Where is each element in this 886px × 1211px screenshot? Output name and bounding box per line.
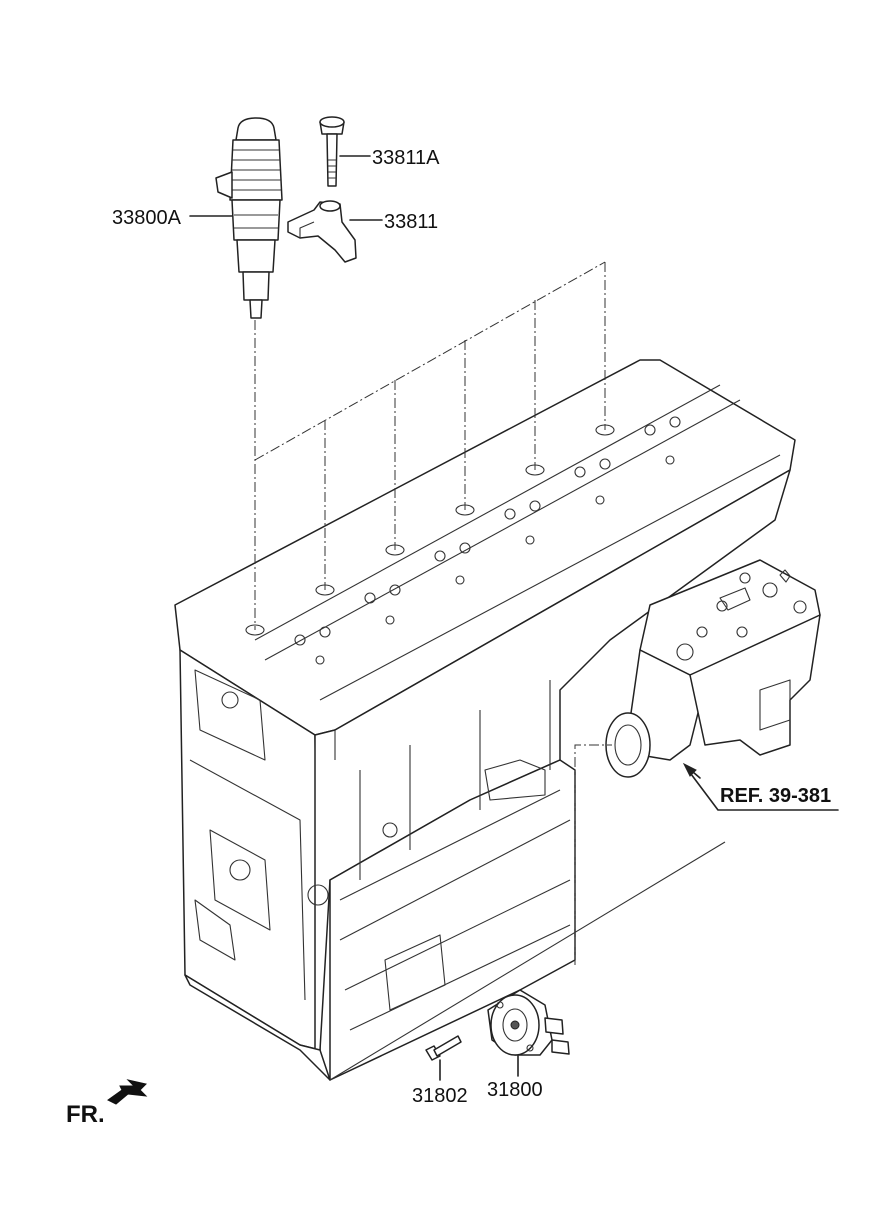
front-arrow-icon [107,1079,148,1105]
label-compressor-ref[interactable]: REF. 39-381 [720,785,831,807]
front-indicator: FR. [66,1079,148,1128]
injector-leader-lines [254,261,606,630]
label-bolt[interactable]: 33811A [372,147,440,169]
pump-bolt-part[interactable] [425,1035,462,1061]
engine-block [174,359,796,1081]
air-compressor-part[interactable] [605,559,821,778]
deck-bolt-holes [294,416,681,665]
fuel-pump-part[interactable] [487,989,570,1056]
ref-leader [682,762,839,811]
clamp-bolt-part[interactable] [319,116,345,187]
clamp-part[interactable] [287,200,357,263]
part-labels: 33800A 33811A 33811 REF. 39-381 31802 31… [112,147,831,1107]
front-label: FR. [66,1101,105,1128]
injector-part[interactable] [215,117,283,319]
label-clamp[interactable]: 33811 [384,211,438,233]
pump-leader-line [574,744,612,965]
pump-guide-line [329,841,726,1081]
label-pump[interactable]: 31800 [487,1079,543,1101]
label-pump-bolt[interactable]: 31802 [412,1085,468,1107]
label-injector[interactable]: 33800A [112,207,182,229]
